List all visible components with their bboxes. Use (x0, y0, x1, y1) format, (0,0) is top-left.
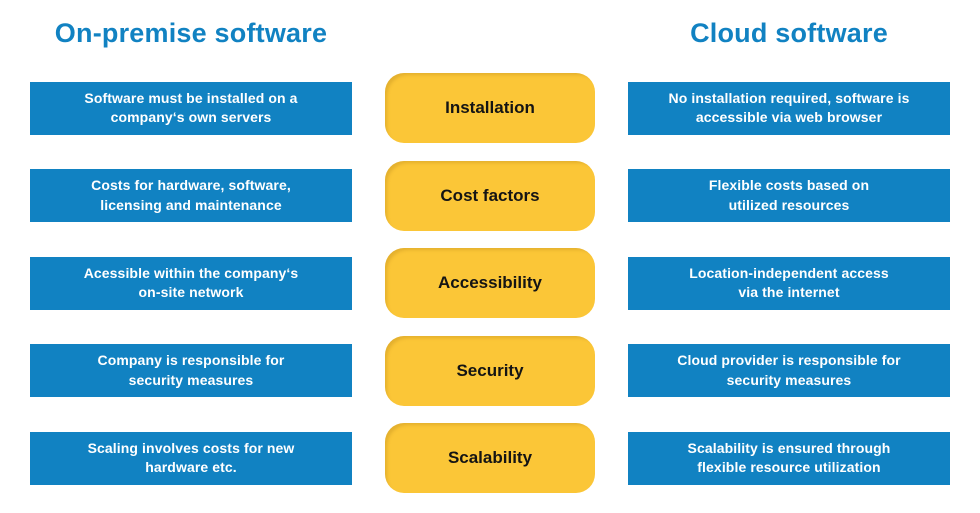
cloud-security-line2: security measures (726, 371, 852, 388)
category-installation-box: Installation (385, 73, 595, 143)
category-accessibility-box: Accessibility (385, 248, 595, 318)
on-premise-scalability-line2: hardware etc. (145, 459, 237, 475)
cloud-installation-line2: accessible via web browser (695, 109, 883, 125)
on-premise-header: On-premise software (54, 18, 328, 48)
category-scalability-box: Scalability (385, 423, 595, 493)
cloud-security-line1: Cloud provider is responsible for (677, 352, 901, 369)
cloud-installation-line1: No installation required, software is (668, 89, 910, 106)
on-premise-scalability-box: Scaling involves costs for new hardware … (30, 431, 352, 485)
category-cost-label: Cost factors (440, 185, 540, 205)
cloud-cost-line2: utilized resources (728, 196, 850, 213)
on-premise-accessibility-line2: on-site network (138, 284, 244, 300)
on-premise-scalability-line1: Scaling involves costs for new (87, 439, 295, 456)
cloud-accessibility-line1: Location-independent access (689, 264, 889, 281)
cloud-scalability-box: Scalability is ensured through flexible … (628, 431, 950, 485)
category-accessibility-label: Accessibility (438, 273, 542, 292)
on-premise-accessibility-box: Acessible within the company‘s on-site n… (30, 256, 352, 310)
category-cost-box: Cost factors (385, 160, 595, 231)
on-premise-installation-line1: Software must be installed on a (84, 89, 298, 106)
category-security-label: Security (456, 360, 524, 380)
category-installation-label: Installation (445, 98, 535, 117)
cloud-header: Cloud software (690, 18, 888, 48)
category-scalability-label: Scalability (447, 448, 533, 467)
cloud-cost-line1: Flexible costs based on (708, 177, 870, 194)
cloud-accessibility-box: Location-independent access via the inte… (628, 256, 950, 310)
cloud-scalability-line1: Scalability is ensured through (687, 439, 891, 456)
on-premise-cost-line2: licensing and maintenance (100, 196, 282, 213)
cloud-installation-box: No installation required, software is ac… (628, 81, 950, 135)
cloud-accessibility-line2: via the internet (738, 284, 840, 300)
on-premise-accessibility-line1: Acessible within the company‘s (83, 264, 299, 281)
cloud-security-box: Cloud provider is responsible for securi… (628, 344, 950, 397)
on-premise-security-box: Company is responsible for security meas… (30, 344, 352, 397)
on-premise-installation-line2: company‘s own servers (110, 109, 272, 125)
cloud-cost-box: Flexible costs based on utilized resourc… (628, 169, 950, 222)
on-premise-installation-box: Software must be installed on a company‘… (30, 81, 352, 135)
column-headers: On-premise software Cloud software (30, 18, 950, 49)
comparison-grid: Software must be installed on a company‘… (30, 73, 950, 493)
on-premise-security-line1: Company is responsible for (97, 352, 285, 369)
on-premise-security-line2: security measures (128, 371, 254, 388)
on-premise-cost-line1: Costs for hardware, software, (91, 177, 291, 194)
cloud-scalability-line2: flexible resource utilization (697, 459, 881, 475)
category-security-box: Security (385, 335, 595, 406)
on-premise-cost-box: Costs for hardware, software, licensing … (30, 169, 352, 222)
